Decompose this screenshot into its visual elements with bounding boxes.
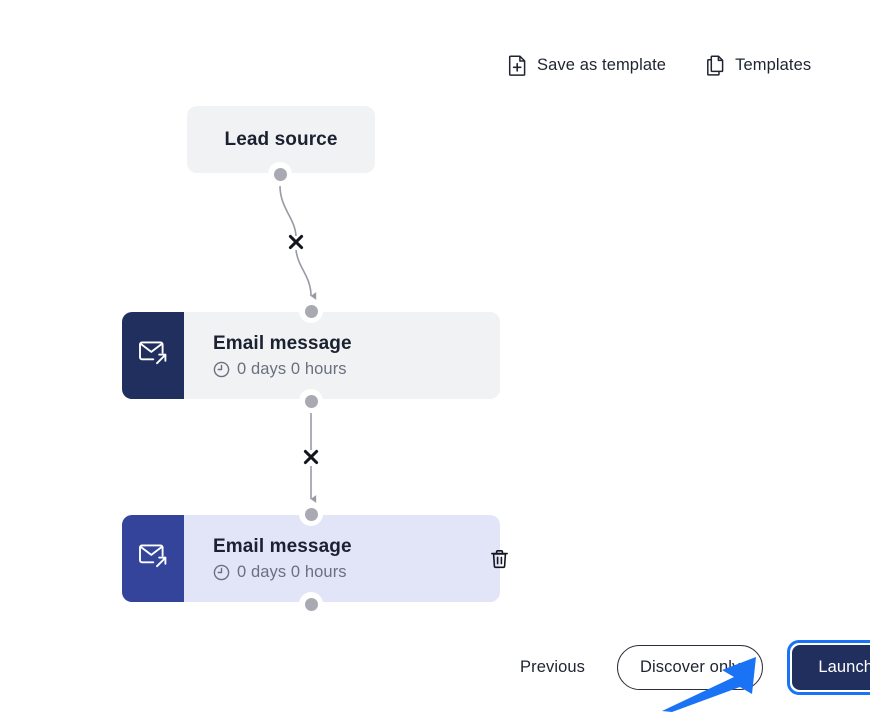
connector-dot-email-1-out[interactable] xyxy=(299,389,323,413)
node-icon-panel-1 xyxy=(122,312,184,399)
edge-remove-button-1[interactable] xyxy=(285,231,307,253)
node-email-message-2[interactable]: Email message 0 days 0 hours xyxy=(122,515,500,602)
node-body-2: Email message 0 days 0 hours xyxy=(184,515,500,602)
templates-label: Templates xyxy=(735,56,812,74)
launch-button-focus-ring: Launch xyxy=(787,640,870,695)
trash-icon xyxy=(490,549,509,569)
node-body-1: Email message 0 days 0 hours xyxy=(184,312,500,399)
email-send-icon xyxy=(137,541,169,576)
node-icon-panel-2 xyxy=(122,515,184,602)
wizard-action-bar: Previous Discover only Launch xyxy=(512,640,870,695)
email-send-icon xyxy=(137,338,169,373)
connector-dot-email-2-in[interactable] xyxy=(299,502,323,526)
x-remove-icon xyxy=(288,234,304,250)
clock-icon xyxy=(213,564,230,581)
clock-icon xyxy=(213,361,230,378)
save-as-template-button[interactable]: Save as template xyxy=(508,55,666,76)
connector-dot-email-2-out[interactable] xyxy=(299,592,323,616)
node-email-message-1-title: Email message xyxy=(213,332,352,354)
x-remove-icon xyxy=(303,449,319,465)
node-email-message-2-delay: 0 days 0 hours xyxy=(213,563,500,582)
node-email-message-2-title: Email message xyxy=(213,535,352,557)
discover-only-button[interactable]: Discover only xyxy=(617,645,764,690)
connector-dot-lead-source-out[interactable] xyxy=(268,162,292,186)
node-lead-source-title: Lead source xyxy=(224,128,338,150)
node-email-message-1[interactable]: Email message 0 days 0 hours xyxy=(122,312,500,399)
templates-button[interactable]: Templates xyxy=(706,55,811,76)
previous-button[interactable]: Previous xyxy=(512,658,593,677)
connector-dot-email-1-in[interactable] xyxy=(299,299,323,323)
node-email-message-2-delay-text: 0 days 0 hours xyxy=(237,563,347,582)
node-email-message-1-delay: 0 days 0 hours xyxy=(213,360,500,379)
documents-stack-icon xyxy=(706,55,725,76)
document-plus-icon xyxy=(508,55,527,76)
node-email-message-1-delay-text: 0 days 0 hours xyxy=(237,360,347,379)
edge-remove-button-2[interactable] xyxy=(300,446,322,468)
flow-toolbar: Save as template Templates xyxy=(508,55,811,76)
launch-button[interactable]: Launch xyxy=(792,645,870,690)
save-as-template-label: Save as template xyxy=(537,56,667,74)
delete-step-button[interactable] xyxy=(483,542,516,575)
